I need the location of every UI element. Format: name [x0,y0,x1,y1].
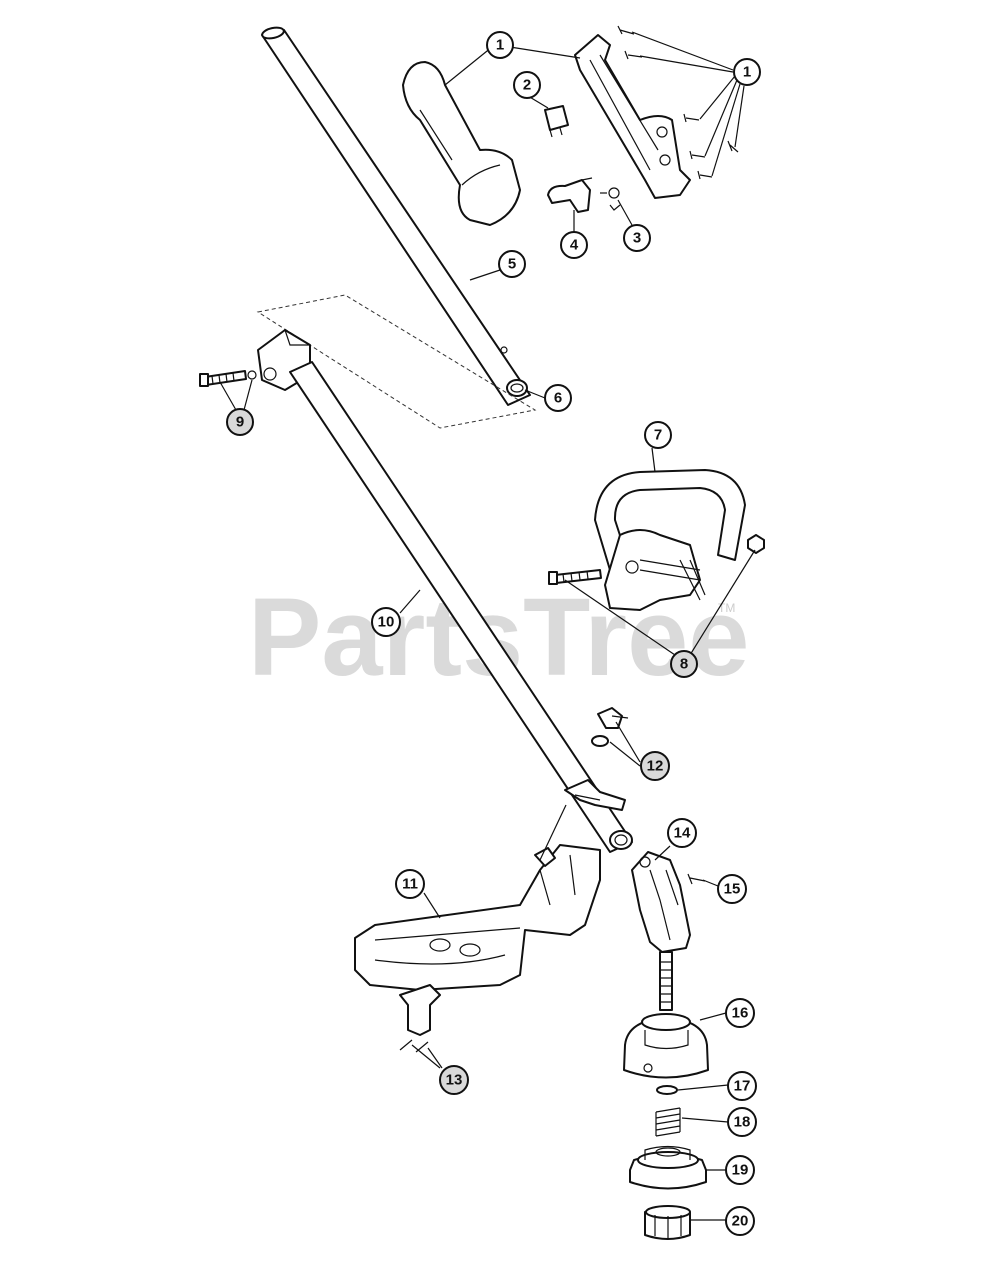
callout-5: 5 [498,250,526,278]
part-bump-knob [644,1205,691,1240]
svg-text:2: 2 [523,77,531,94]
svg-text:12: 12 [647,758,664,775]
callout-10: 10 [371,607,401,637]
svg-text:13: 13 [446,1072,463,1089]
callout-6: 6 [544,384,572,412]
part-spool-spring [655,1107,681,1137]
leader-lines [219,31,756,1221]
svg-text:1: 1 [743,64,751,81]
part-guard-bracket [399,984,441,1053]
part-trigger [547,177,593,213]
callout-13: 13 [439,1065,469,1095]
part-spool [629,1145,707,1190]
svg-text:20: 20 [732,1213,749,1230]
svg-text:3: 3 [633,230,641,247]
svg-text:19: 19 [732,1162,749,1179]
watermark-trademark: TM [718,601,735,615]
callout-7: 7 [644,421,672,449]
svg-text:17: 17 [734,1078,751,1095]
exploded-view-outline [256,294,537,429]
part-gear-head [631,851,691,953]
callout-20: 20 [725,1206,755,1236]
svg-text:6: 6 [554,390,562,407]
callout-8: 8 [670,650,698,678]
svg-text:18: 18 [734,1114,751,1131]
part-gear-head-screw [687,873,706,885]
part-handle-bolt [548,534,765,585]
callout-19: 19 [725,1155,755,1185]
svg-text:10: 10 [378,614,395,631]
callout-12: 12 [640,751,670,781]
part-guard [354,844,601,991]
svg-text:15: 15 [724,881,741,898]
svg-text:7: 7 [654,427,662,444]
part-switch [544,105,569,138]
callout-18: 18 [727,1107,757,1137]
part-washer [656,1085,678,1095]
callout-2: 2 [513,71,541,99]
svg-text:14: 14 [674,825,691,842]
part-lower-shaft [289,361,633,853]
callout-15: 15 [717,874,747,904]
svg-text:1: 1 [496,37,504,54]
callout-16: 16 [725,998,755,1028]
callout-3: 3 [623,224,651,252]
callout-17: 17 [727,1071,757,1101]
callout-14: 14 [667,818,697,848]
part-upper-shaft [261,26,531,406]
part-spring [600,187,621,211]
callout-1-right: 1 [733,58,761,86]
callout-9: 9 [226,408,254,436]
svg-text:16: 16 [732,1005,749,1022]
callout-11: 11 [395,869,425,899]
part-spindle [659,951,673,1011]
callout-4: 4 [560,231,588,259]
callout-1-left: 1 [486,31,514,59]
svg-text:11: 11 [402,876,418,893]
handle-screws [617,25,739,180]
part-handle-left-half [402,61,521,226]
svg-text:9: 9 [236,414,244,431]
svg-text:5: 5 [508,256,516,273]
part-handle-right-half [574,34,691,199]
svg-text:8: 8 [680,656,688,673]
svg-text:4: 4 [570,237,579,254]
part-loop-handle [594,469,746,611]
part-coupler-bolt [199,370,257,387]
part-spool-housing [623,1013,709,1079]
